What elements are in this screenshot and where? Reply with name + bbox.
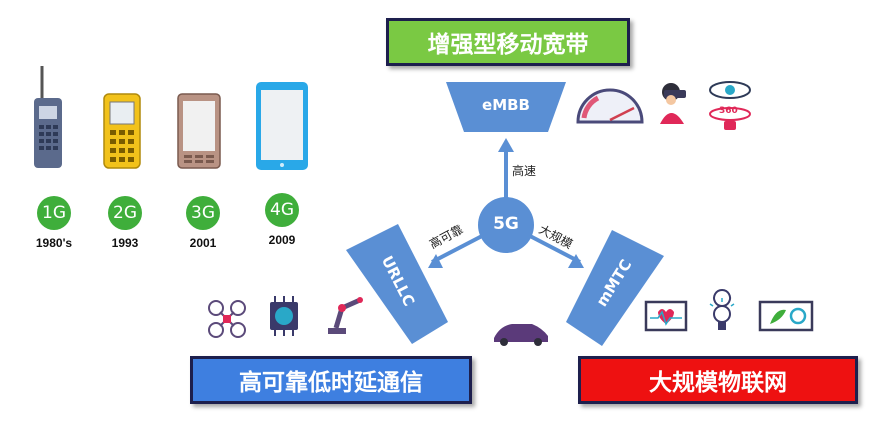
ai-chip-icon [270, 296, 298, 336]
1g-phone-icon [34, 66, 62, 168]
embb-label: eMBB [482, 96, 530, 114]
5g-hub-circle [478, 197, 534, 253]
speedometer-icon [576, 88, 644, 124]
health-monitor-icon [644, 300, 688, 332]
generation-year: 1980's [35, 236, 73, 250]
generation-badge: 1G [37, 196, 71, 230]
mmtc-banner: 大规模物联网 [578, 356, 858, 404]
mmtc-trapezoid [566, 230, 664, 346]
vr-headset-icon [660, 83, 686, 124]
robot-arm-icon [328, 297, 363, 334]
drone-icon [208, 300, 246, 338]
generation-year: 2009 [268, 233, 296, 247]
generation-badge: 3G [186, 196, 220, 230]
generation-badge: 4G [265, 193, 299, 227]
recycle-display-icon [758, 300, 814, 332]
generation-year: 2001 [189, 236, 217, 250]
hub-label: 5G [493, 214, 519, 234]
360-text: 360 [719, 106, 738, 116]
generation-year: 1993 [111, 236, 139, 250]
arrow-label-up: 高速 [512, 164, 537, 178]
3g-phone-icon [177, 93, 221, 169]
360-video-icon [709, 81, 751, 130]
embb-trapezoid [446, 82, 566, 132]
hub-arrows [428, 138, 584, 268]
urllc-banner: 高可靠低时延通信 [190, 356, 472, 404]
car-icon [494, 324, 548, 346]
smart-bulb-icon [709, 289, 735, 330]
generation-badge: 2G [108, 196, 142, 230]
urllc-trapezoid [346, 224, 448, 344]
4g-phone-icon [256, 82, 308, 170]
embb-banner: 增强型移动宽带 [386, 18, 630, 66]
2g-phone-icon [103, 93, 141, 169]
